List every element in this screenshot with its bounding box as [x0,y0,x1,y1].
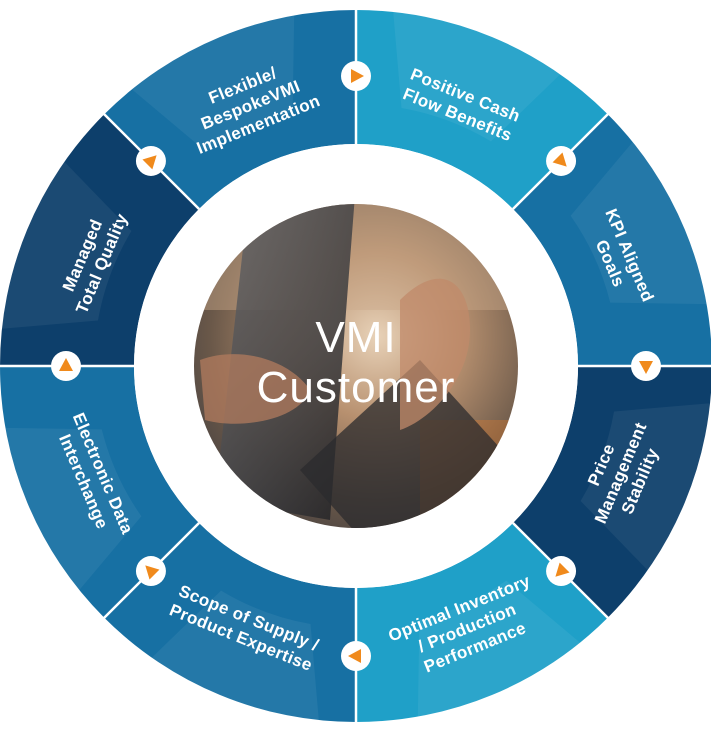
segment-price [512,366,711,618]
segment-cash-flow [356,10,608,210]
segment-inventory-highlight [417,580,581,717]
segment-supply [104,522,356,722]
segment-flexible-highlight [131,15,295,152]
orange-triangle-arrow-icon [631,351,661,381]
segment-cash-flow-highlight [393,11,561,142]
orange-triangle-arrow-icon [546,145,577,176]
connector-arrows [51,61,661,671]
segment-inventory [356,522,608,722]
segment-label-flexible: Flexible/BespokeVMIImplementation [178,52,323,158]
segment-quality-highlight [1,161,132,329]
orange-triangle-arrow-icon [135,145,166,176]
center-title-line1: VMI [315,313,396,362]
orange-triangle-arrow-icon [341,641,371,671]
segment-supply-highlight [151,590,319,721]
segment-edi [0,366,200,618]
segment-edi-highlight [5,427,142,591]
orange-triangle-arrow-icon [546,556,577,587]
segment-flexible [104,10,356,210]
segment-price-highlight [580,403,711,571]
segment-quality [0,114,200,366]
center-title-line2: Customer [257,363,456,412]
ring-segments [0,10,711,722]
orange-triangle-arrow-icon [51,351,81,381]
segment-kpi-highlight [570,141,707,305]
orange-triangle-arrow-icon [135,556,166,587]
segment-kpi [512,114,711,366]
orange-triangle-arrow-icon [341,61,371,91]
